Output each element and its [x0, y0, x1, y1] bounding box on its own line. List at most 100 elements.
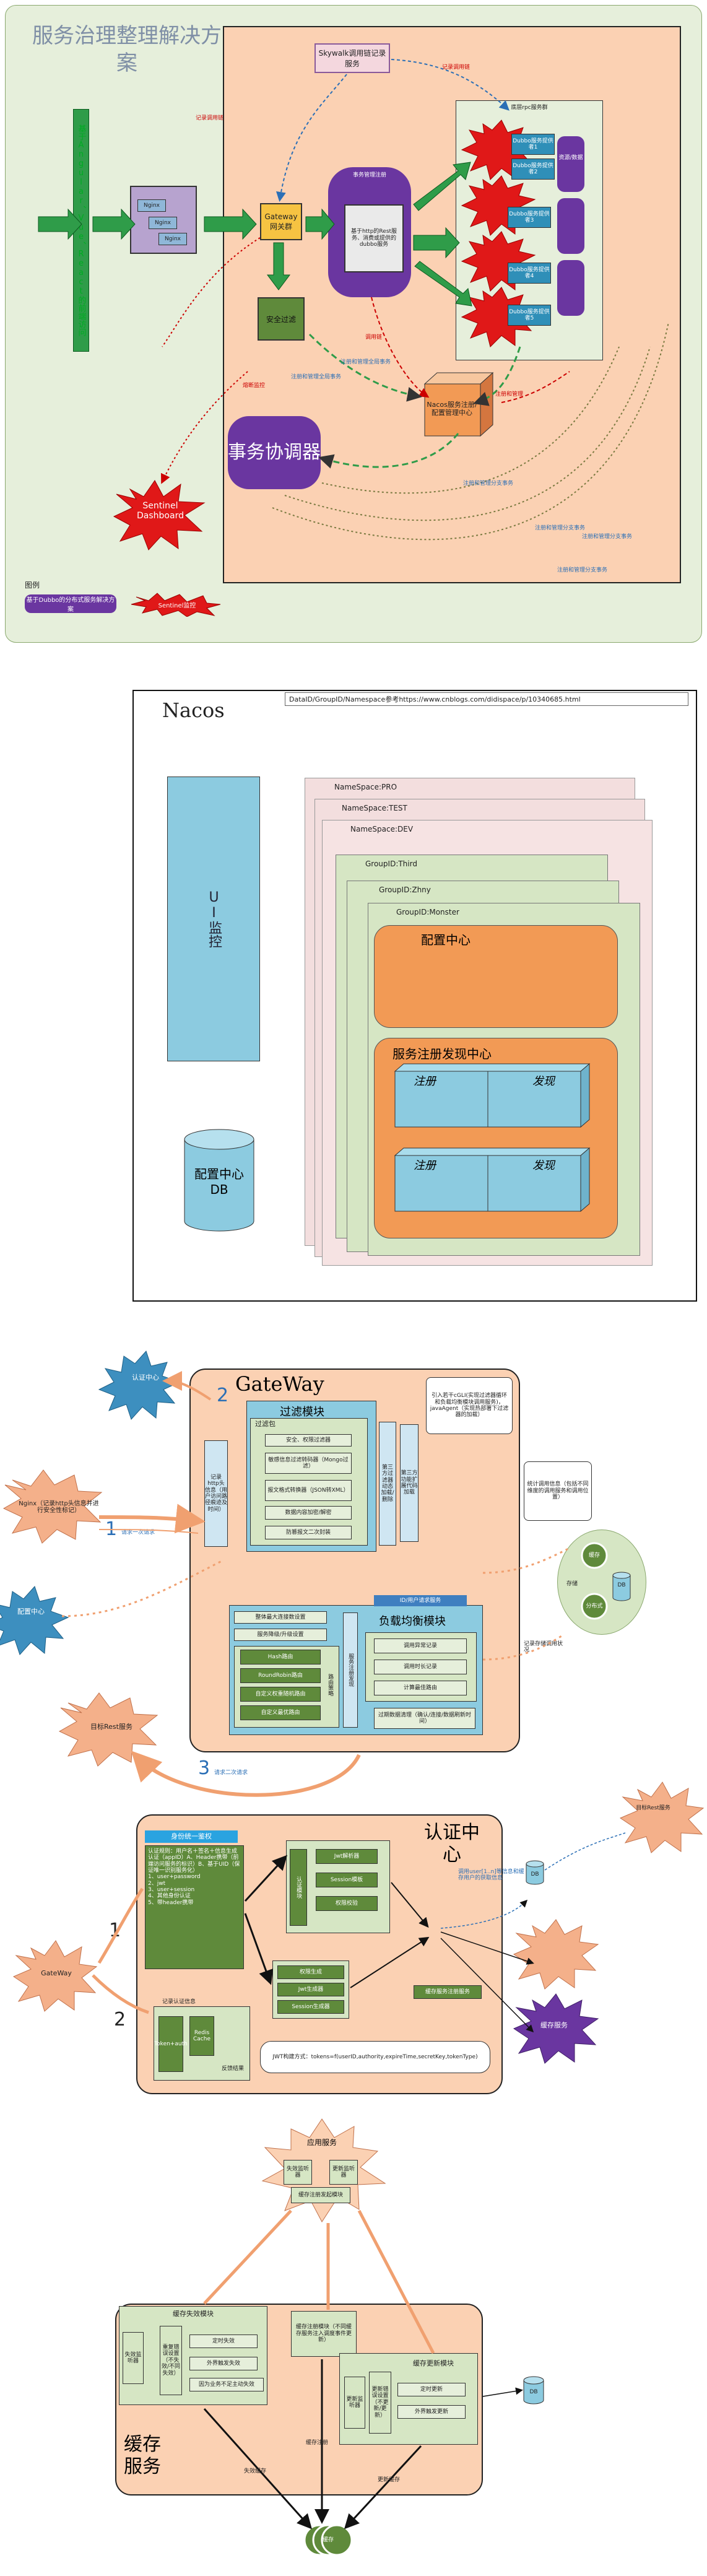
lb-item-6[interactable]: 自定义最优路由: [240, 1705, 321, 1720]
nacos-url[interactable]: DataID/GroupID/Namespace参考https://www.cn…: [285, 692, 688, 706]
register-label-1: 注册: [414, 1075, 436, 1088]
filter-item-2[interactable]: 敏感信息过滤转码器（Mongo过滤）: [265, 1453, 352, 1474]
nacos-ui[interactable]: UI监控: [167, 777, 260, 1061]
cache-arrow-register: 缓存注册: [306, 2440, 329, 2446]
cache-text: 记录存储调用状况: [524, 1641, 563, 1654]
transaction-box[interactable]: 事务协调器: [228, 416, 321, 489]
update-right-1[interactable]: 定时更新: [397, 2383, 466, 2396]
auth-generate-item-2[interactable]: Jwt生成器: [277, 1983, 344, 1996]
stat-box: 统计调用信息（包括不同维度的调用服务和调用位置）: [524, 1461, 592, 1521]
auth-arrow-text: 调用user[1..n]等信息和缓存用户的获取信息: [458, 1869, 524, 1882]
services-side-3: [557, 260, 584, 316]
services-side-2: [557, 198, 584, 254]
flow-arrow-5: [413, 227, 460, 259]
arrow-label-1: 记录调用链: [196, 115, 224, 121]
fail-mid[interactable]: 重复错误设置（不失效/不同失效）: [160, 2326, 182, 2395]
nacos-db[interactable]: [182, 1128, 256, 1234]
auth-rest-label[interactable]: 目标Rest服务: [636, 1804, 670, 1811]
nacos-db-label: 配置中心DB: [194, 1166, 244, 1197]
cloud-box-title: 事务管理注册: [352, 172, 386, 178]
lb-right-item-1[interactable]: 调用异常记录: [374, 1638, 467, 1653]
legend-item-sentinel-burst: [131, 593, 221, 617]
config-center-label: 配置中心: [421, 933, 471, 947]
gateway-box[interactable]: Gateway网关群: [260, 203, 302, 240]
lb-item-3[interactable]: Hash路由: [240, 1650, 321, 1664]
service-item-1[interactable]: Dubbo服务提供者1: [511, 134, 555, 155]
cache-distributed-label: 分布式: [586, 1603, 603, 1609]
lb-right-item-2[interactable]: 调用时长记录: [374, 1660, 467, 1674]
auth-token-box: Token+auth: [154, 2016, 188, 2072]
lb-item-1[interactable]: 整体最大连接数设置: [234, 1611, 327, 1624]
nacos-title: Nacos: [162, 698, 225, 722]
arrow-label-3: 注册和管理分支事务: [463, 481, 514, 487]
filter-item-4[interactable]: 数据内容加密/解密: [265, 1506, 352, 1520]
auth-desc: 认证规则：用户名＋签名＋信息生成认证（appID）A、Header携带（前端访问…: [148, 1848, 240, 1874]
update-right-2[interactable]: 外界触发更新: [397, 2405, 466, 2419]
gateway-rest-label[interactable]: 目标Rest服务: [90, 1722, 132, 1731]
gateway-nginx-label[interactable]: Nginx（记录http头信息并进行安全性标记）: [19, 1500, 99, 1515]
service-item-3[interactable]: Dubbo服务提供者3: [508, 207, 551, 228]
service-burst-4: [461, 287, 536, 347]
auth-result-label: 反馈结果: [221, 2065, 244, 2072]
update-left[interactable]: 更新监听器: [344, 2377, 365, 2429]
cloud-box[interactable]: 基于http的Rest服务、消费或提供的dubbo服务: [344, 204, 404, 272]
group-third-label: GroupID:Third: [365, 859, 417, 868]
register-module[interactable]: 缓存注册模块（不同缓存服务注入调度事件更新）: [291, 2311, 357, 2357]
cache-cluster-label: 缓存: [322, 2536, 334, 2543]
filter-item-3[interactable]: 报文格式转换器（JSON转XML）: [265, 1480, 352, 1501]
fail-right-2[interactable]: 外界触发失效: [189, 2357, 258, 2370]
flow-arrow-8: [267, 242, 290, 290]
cache-arrow-fail: 失效缓存: [244, 2468, 267, 2474]
intro-box: 引入若干cGLI(实现过滤器循环和负载均衡模块调用服务)，javaAgent（实…: [426, 1377, 513, 1434]
auth-permission-module[interactable]: 权限校验: [316, 1896, 378, 1911]
lb-item-2[interactable]: 服务降级/升级设置: [234, 1629, 327, 1641]
auth-gateway-burst[interactable]: [12, 1938, 99, 2012]
auth-cache-label[interactable]: 缓存服务: [540, 2021, 568, 2029]
registry-center-label: 服务注册发现中心: [393, 1046, 492, 1061]
lb-right-item-3[interactable]: 计算最佳路由: [374, 1681, 467, 1695]
group-zhny-label: GroupID:Zhny: [379, 886, 431, 894]
app-item-fail: 失效监听器: [284, 2160, 312, 2185]
route-strategy: 路由策略: [327, 1674, 334, 1696]
gateway-config-label[interactable]: 配置中心: [17, 1607, 45, 1616]
gateway-step-1-text: 请求一次请求: [121, 1530, 155, 1536]
filter-item-5[interactable]: 防篡报文二次封装: [265, 1526, 352, 1539]
legend-title: 图例: [25, 581, 40, 590]
lb-item-5[interactable]: 自定义权重随机路由: [240, 1687, 321, 1702]
auth-jwt-module[interactable]: Jwt解析器: [316, 1849, 378, 1864]
auth-left-note: 记录认证信息: [162, 1999, 196, 2005]
gateway-arrows: [61, 1371, 570, 1797]
third-filter-box: 第三方过滤器动态加载/删除: [379, 1422, 396, 1546]
config-center[interactable]: [374, 925, 618, 1028]
registry-cube-top: [394, 1063, 591, 1128]
fail-right-1[interactable]: 定时失效: [189, 2334, 258, 2348]
app-item-update: 更新监听器: [329, 2160, 358, 2185]
gateway-auth-label[interactable]: 认证中心: [132, 1373, 159, 1382]
dashboard-burst[interactable]: [111, 477, 210, 551]
service-item-5[interactable]: Dubbo服务提供者5: [508, 305, 551, 326]
client-column[interactable]: 基于Angular、Vue、React的前端访问: [73, 109, 89, 352]
security-box[interactable]: 安全过滤: [258, 297, 305, 341]
fail-left[interactable]: 失效监听器: [123, 2332, 144, 2384]
service-burst-2: [461, 175, 536, 236]
service-item-4[interactable]: Dubbo服务提供者4: [508, 263, 551, 284]
auth-step-1: 1: [109, 1920, 121, 1941]
fail-module-title: 缓存失效模块: [173, 2309, 214, 2318]
lb-item-4[interactable]: RoundRobin路由: [240, 1668, 321, 1683]
fail-bottom[interactable]: 因为业务不足主动失效: [189, 2378, 264, 2391]
config-burst: [0, 1586, 69, 1655]
auth-cache-module[interactable]: 缓存服务注册服务: [414, 1985, 482, 1999]
cache-store-label: 存储: [566, 1580, 578, 1587]
auth-session-module[interactable]: Session模板: [316, 1873, 378, 1887]
filter-item-1[interactable]: 安全、权限过滤器: [265, 1434, 352, 1447]
service-discovery-box: 服务注册发现: [343, 1612, 358, 1728]
auth-desc-item-4: 4、其他身份认证: [148, 1893, 191, 1900]
auth-generate-item-3[interactable]: Session生成器: [277, 2000, 344, 2014]
auth-generate-item-1[interactable]: 权限生成: [277, 1965, 344, 1979]
update-mid[interactable]: 更新错误设置（不更新/更新）: [369, 2372, 391, 2434]
lb-bottom: 过期数据清理（确认/连接/数据刷新时间）: [374, 1708, 475, 1729]
skywalk-box[interactable]: Skywalk调用链记录服务: [314, 43, 390, 73]
registry-cubes: [394, 1063, 591, 1212]
nginx-node-2: Nginx: [149, 217, 177, 229]
service-item-2[interactable]: Dubbo服务提供者2: [511, 159, 555, 180]
